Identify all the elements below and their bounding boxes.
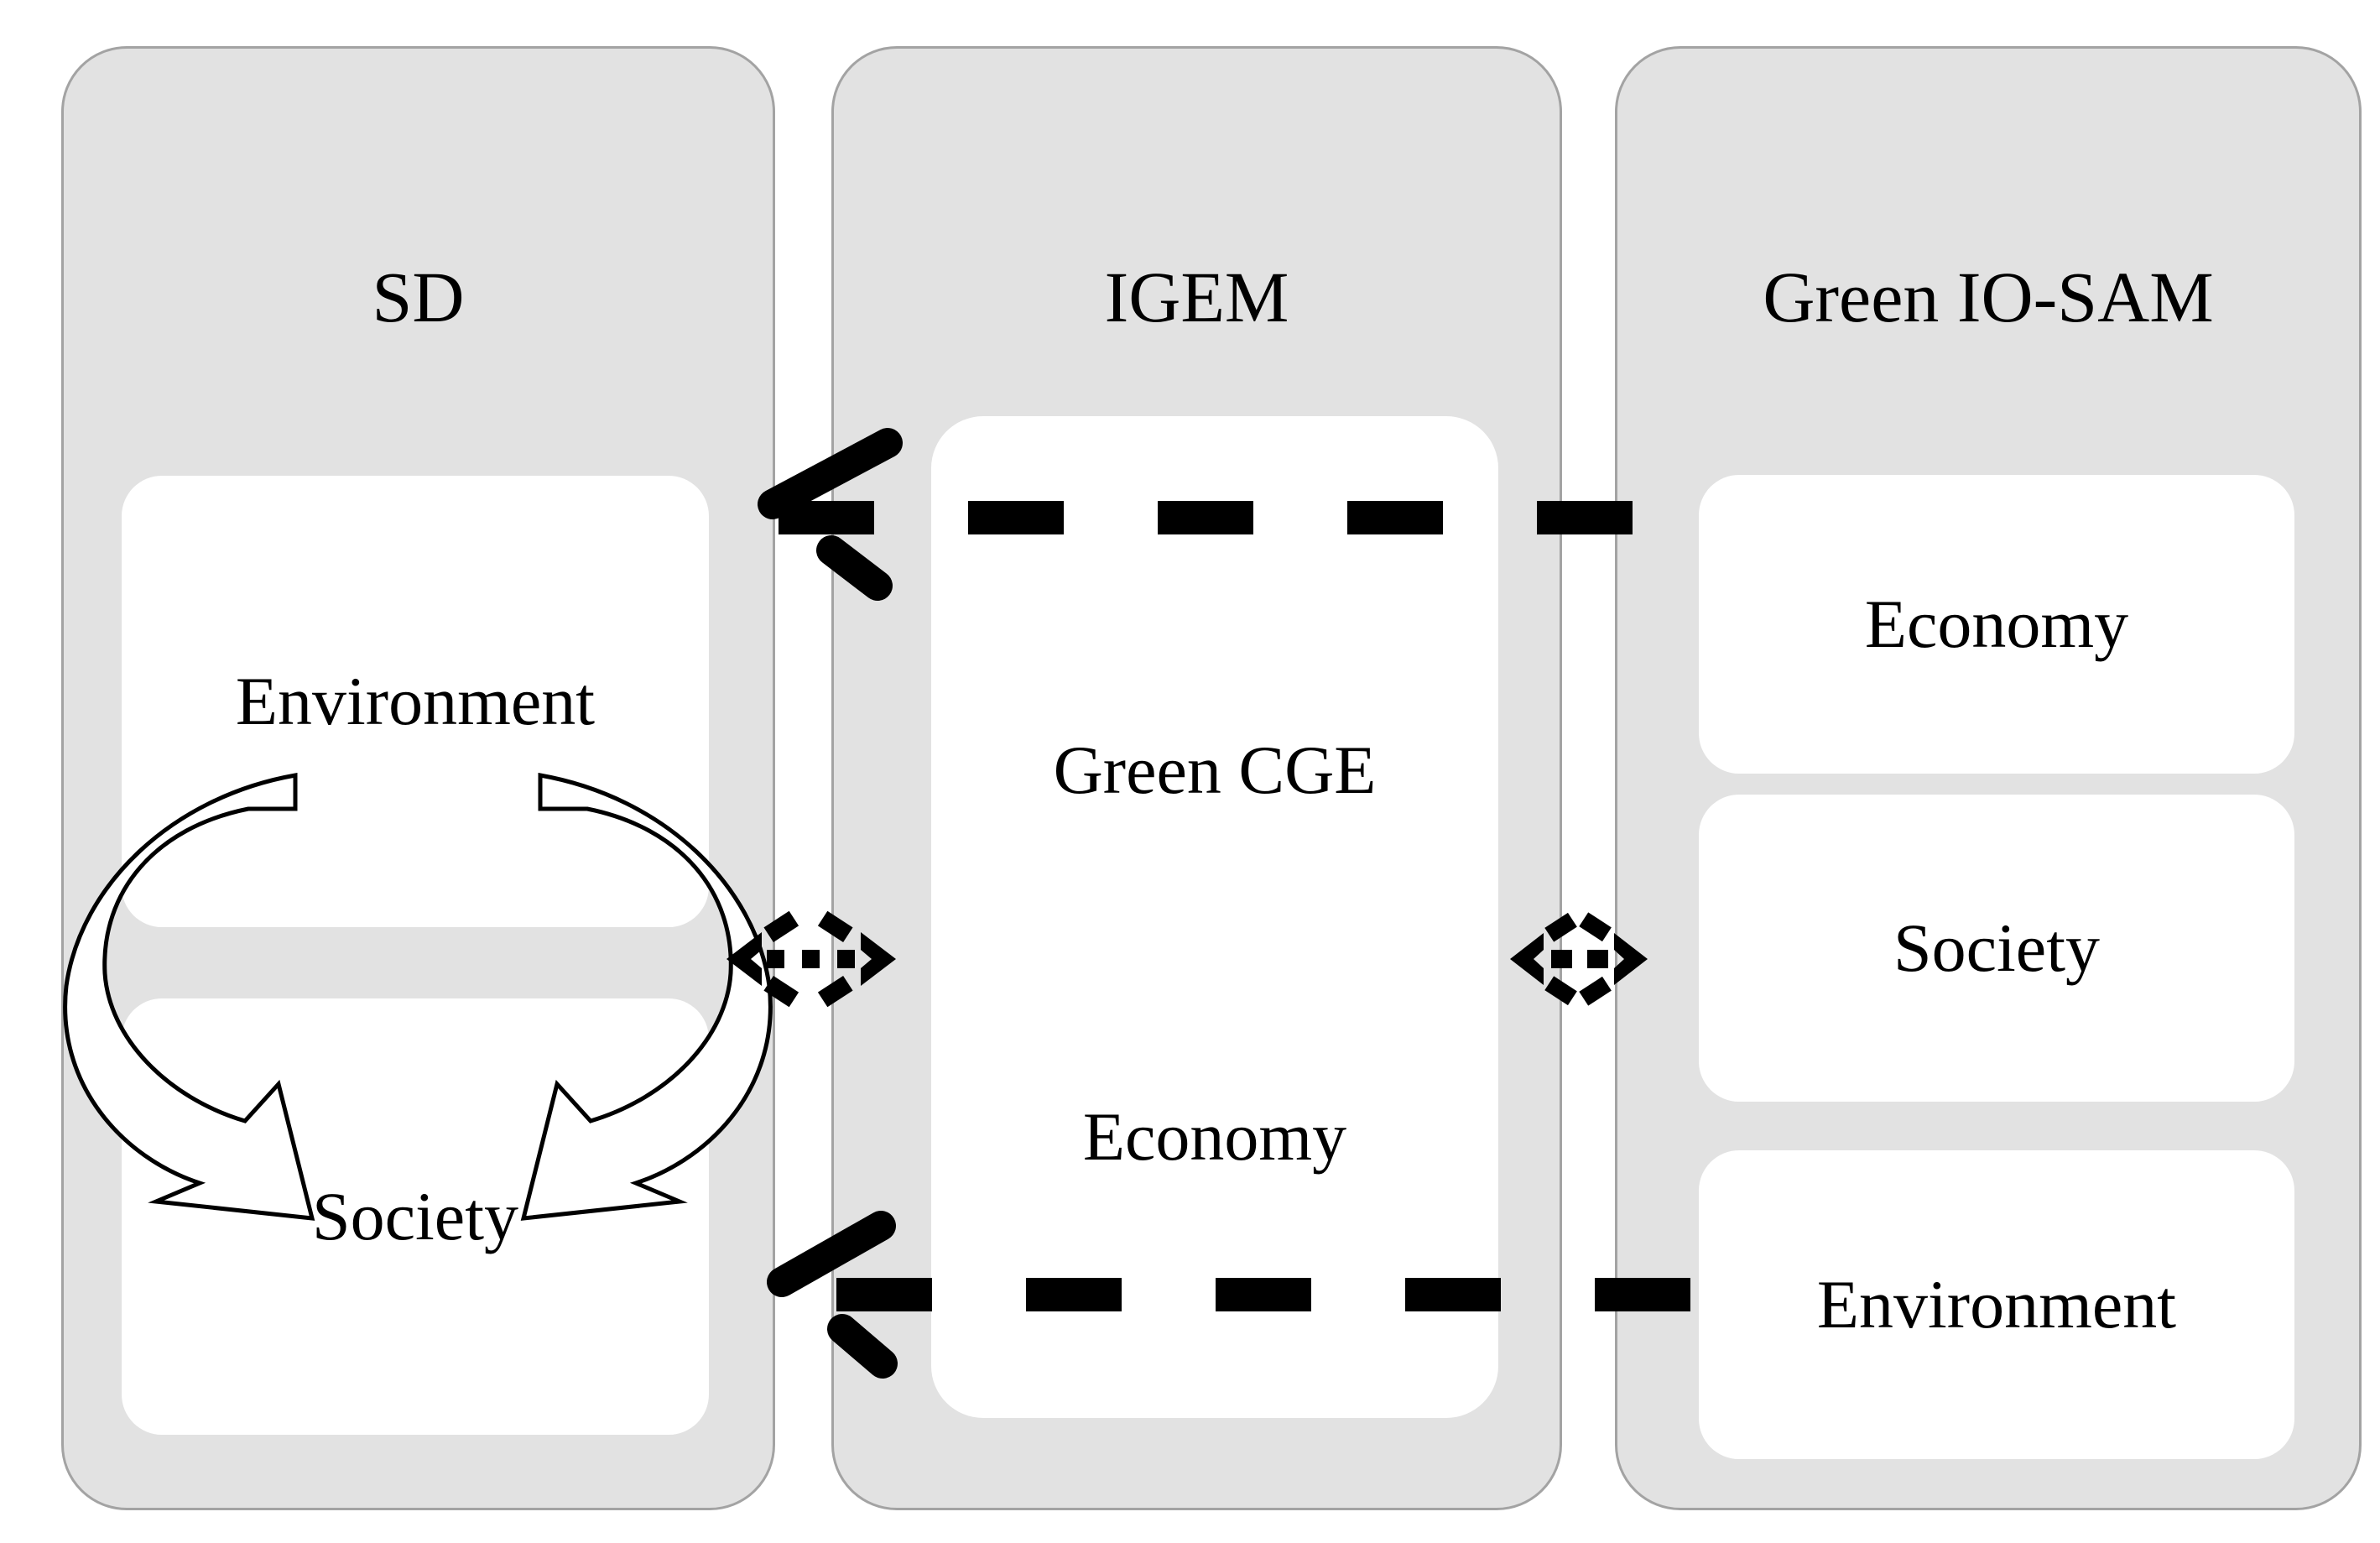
iosam-environment-label: Environment (1816, 1266, 2177, 1342)
igem-economy-label: Economy (1082, 1098, 1347, 1175)
igem-green-cge-label: Green CGE (1053, 732, 1377, 808)
igem-model-box: Green CGE Economy (931, 416, 1498, 1418)
sd-society-box: Society (122, 998, 709, 1435)
sd-environment-box: Environment (122, 476, 709, 927)
panel-sd-title: SD (372, 257, 465, 337)
iosam-society-label: Society (1893, 910, 2100, 986)
sd-society-label: Society (312, 1178, 518, 1254)
iosam-economy-label: Economy (1864, 586, 2129, 662)
panel-igem-title: IGEM (1104, 257, 1289, 337)
panel-green-io-sam-title: Green IO-SAM (1763, 257, 2214, 337)
iosam-economy-box: Economy (1699, 475, 2294, 774)
iosam-environment-box: Environment (1699, 1150, 2294, 1459)
sd-environment-label: Environment (235, 663, 596, 739)
iosam-society-box: Society (1699, 795, 2294, 1102)
